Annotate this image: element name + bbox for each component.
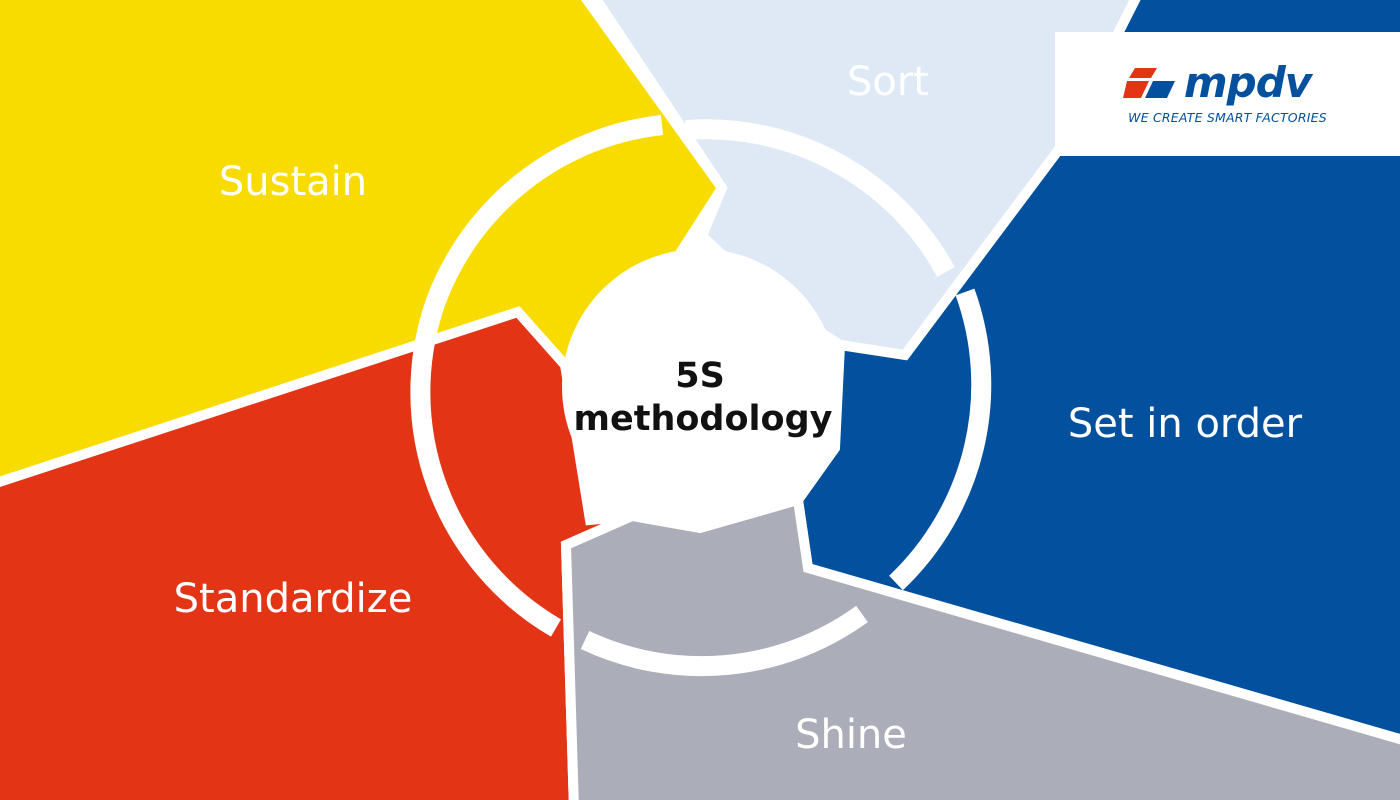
label-sustain: Sustain	[219, 159, 367, 205]
ring-arc-set-in-order	[889, 288, 992, 591]
logo-wordmark: mpdv	[1183, 58, 1312, 107]
cycle-ring	[410, 115, 992, 677]
ring-arc-shine	[580, 605, 868, 677]
ring-arc-sort	[685, 119, 955, 277]
ring-arc-standardize	[410, 297, 562, 637]
segment-set-in-order	[792, 0, 1400, 745]
segment-shine	[560, 493, 1400, 800]
company-logo: mpdv WE CREATE SMART FACTORIES	[1055, 32, 1400, 156]
label-sort: Sort	[847, 59, 929, 105]
label-set-in-order: Set in order	[1068, 401, 1303, 447]
center-title-line-2: methodology	[574, 399, 833, 439]
center-title-line-1: 5S	[675, 356, 725, 396]
logo-tagline: WE CREATE SMART FACTORIES	[1128, 110, 1327, 125]
center-circle	[562, 249, 838, 525]
logo-mark-icon	[1123, 68, 1175, 98]
label-standardize: Standardize	[174, 576, 413, 622]
label-shine: Shine	[795, 712, 907, 758]
ring-arc-sustain	[426, 115, 664, 305]
